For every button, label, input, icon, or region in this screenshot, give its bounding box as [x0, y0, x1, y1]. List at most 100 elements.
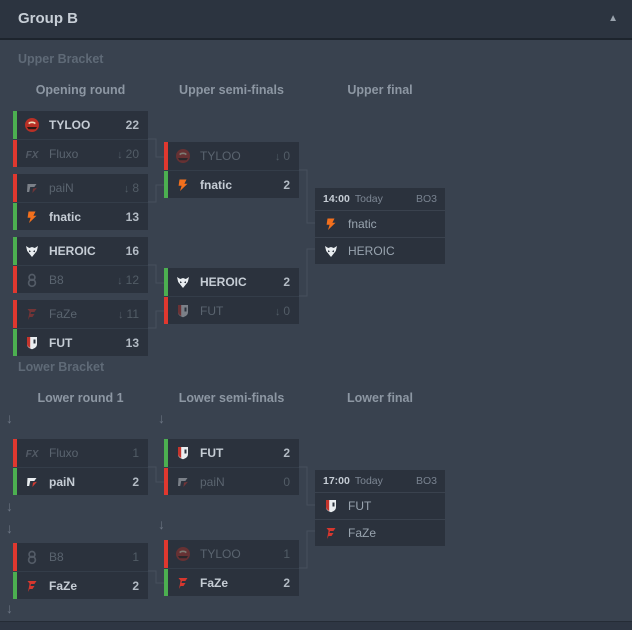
match-format-badge: BO3: [415, 475, 437, 487]
drop-arrow-icon: ↓: [158, 516, 165, 532]
team-name: B8: [49, 272, 64, 287]
column-header-lower-round-1: Lower round 1: [37, 391, 124, 405]
drop-to-lower-icon: ↓: [117, 274, 123, 287]
heroic-logo-icon: [24, 243, 40, 259]
team-name: fnatic: [49, 209, 82, 224]
match-ub-open-2[interactable]: paiN↓8 fnatic 13: [13, 174, 148, 230]
team-row-fnatic[interactable]: fnatic 13: [13, 202, 148, 230]
team-row-faze[interactable]: FaZe: [315, 519, 445, 546]
win-indicator-bar: [13, 468, 17, 495]
match-day: Today: [354, 193, 383, 205]
team-name: TYLOO: [49, 118, 91, 132]
drop-to-lower-icon: ↓: [117, 148, 123, 161]
team-name: TYLOO: [200, 547, 241, 561]
team-row-fnatic[interactable]: fnatic: [315, 211, 445, 237]
group-header[interactable]: Group B ▲: [0, 0, 632, 40]
loss-indicator-bar: [13, 543, 17, 571]
team-name: HEROIC: [348, 244, 395, 258]
team-row-tyloo[interactable]: TYLOO↓0: [164, 142, 299, 170]
match-time: 14:00: [323, 193, 350, 205]
team-row-pain[interactable]: paiN↓8: [13, 174, 148, 202]
team-score: 2: [132, 578, 139, 593]
faze-logo-icon: [323, 525, 339, 541]
team-row-heroic[interactable]: HEROIC: [315, 237, 445, 264]
team-row-fut[interactable]: FUT: [315, 493, 445, 519]
collapse-icon[interactable]: ▲: [608, 13, 618, 24]
drop-arrow-icon: ↓: [158, 410, 165, 426]
b8-logo-icon: [24, 272, 40, 288]
column-header-upper-semi-finals: Upper semi-finals: [179, 83, 284, 97]
loss-indicator-bar: [13, 439, 17, 467]
drop-to-lower-icon: ↓: [123, 183, 130, 195]
team-row-fut[interactable]: FUT↓0: [164, 296, 299, 324]
team-score: ↓20: [117, 146, 139, 161]
team-name: TYLOO: [200, 149, 241, 163]
team-row-faze[interactable]: FaZe ↓11: [13, 300, 148, 328]
drop-arrow-icon: ↓: [6, 410, 13, 426]
match-time: 17:00: [323, 475, 350, 487]
pain-logo-icon: [175, 474, 191, 490]
loss-indicator-bar: [164, 468, 168, 495]
team-score: 13: [125, 209, 139, 224]
team-name: FaZe: [49, 307, 78, 321]
fut-logo-icon: [175, 445, 191, 461]
lower-bracket-label: Lower Bracket: [18, 360, 105, 374]
loss-indicator-bar: [13, 300, 17, 328]
win-indicator-bar: [164, 171, 168, 198]
b8-logo-icon: [24, 549, 40, 565]
win-indicator-bar: [13, 329, 17, 356]
tyloo-logo-icon: [175, 546, 191, 562]
win-indicator-bar: [13, 203, 17, 230]
team-row-pain[interactable]: paiN 0: [164, 467, 299, 495]
fluxo-logo-icon: FX: [24, 445, 40, 461]
loss-indicator-bar: [164, 142, 168, 170]
team-score: 0: [283, 474, 290, 489]
team-name: B8: [49, 550, 64, 564]
team-name: paiN: [200, 474, 225, 489]
upper-bracket-label: Upper Bracket: [18, 52, 104, 66]
drop-to-lower-icon: ↓: [274, 305, 281, 318]
fnatic-logo-icon: [175, 177, 191, 193]
team-row-faze[interactable]: FaZe 2: [13, 571, 148, 599]
match-day: Today: [354, 475, 383, 487]
team-score: 13: [125, 335, 139, 350]
column-header-lower-final: Lower final: [347, 391, 413, 405]
heroic-logo-icon: [323, 243, 339, 259]
team-score: 2: [283, 275, 290, 289]
fut-logo-icon: [24, 335, 40, 351]
svg-text:FX: FX: [26, 449, 40, 460]
drop-to-lower-icon: ↓: [118, 309, 124, 321]
team-score: 1: [132, 446, 139, 460]
team-row-b8[interactable]: B8 ↓12: [13, 265, 148, 293]
tyloo-logo-icon: [175, 148, 191, 164]
team-score: ↓12: [117, 272, 139, 287]
team-name: FaZe: [49, 578, 78, 593]
team-score: ↓11: [118, 307, 139, 321]
group-title: Group B: [18, 10, 78, 27]
